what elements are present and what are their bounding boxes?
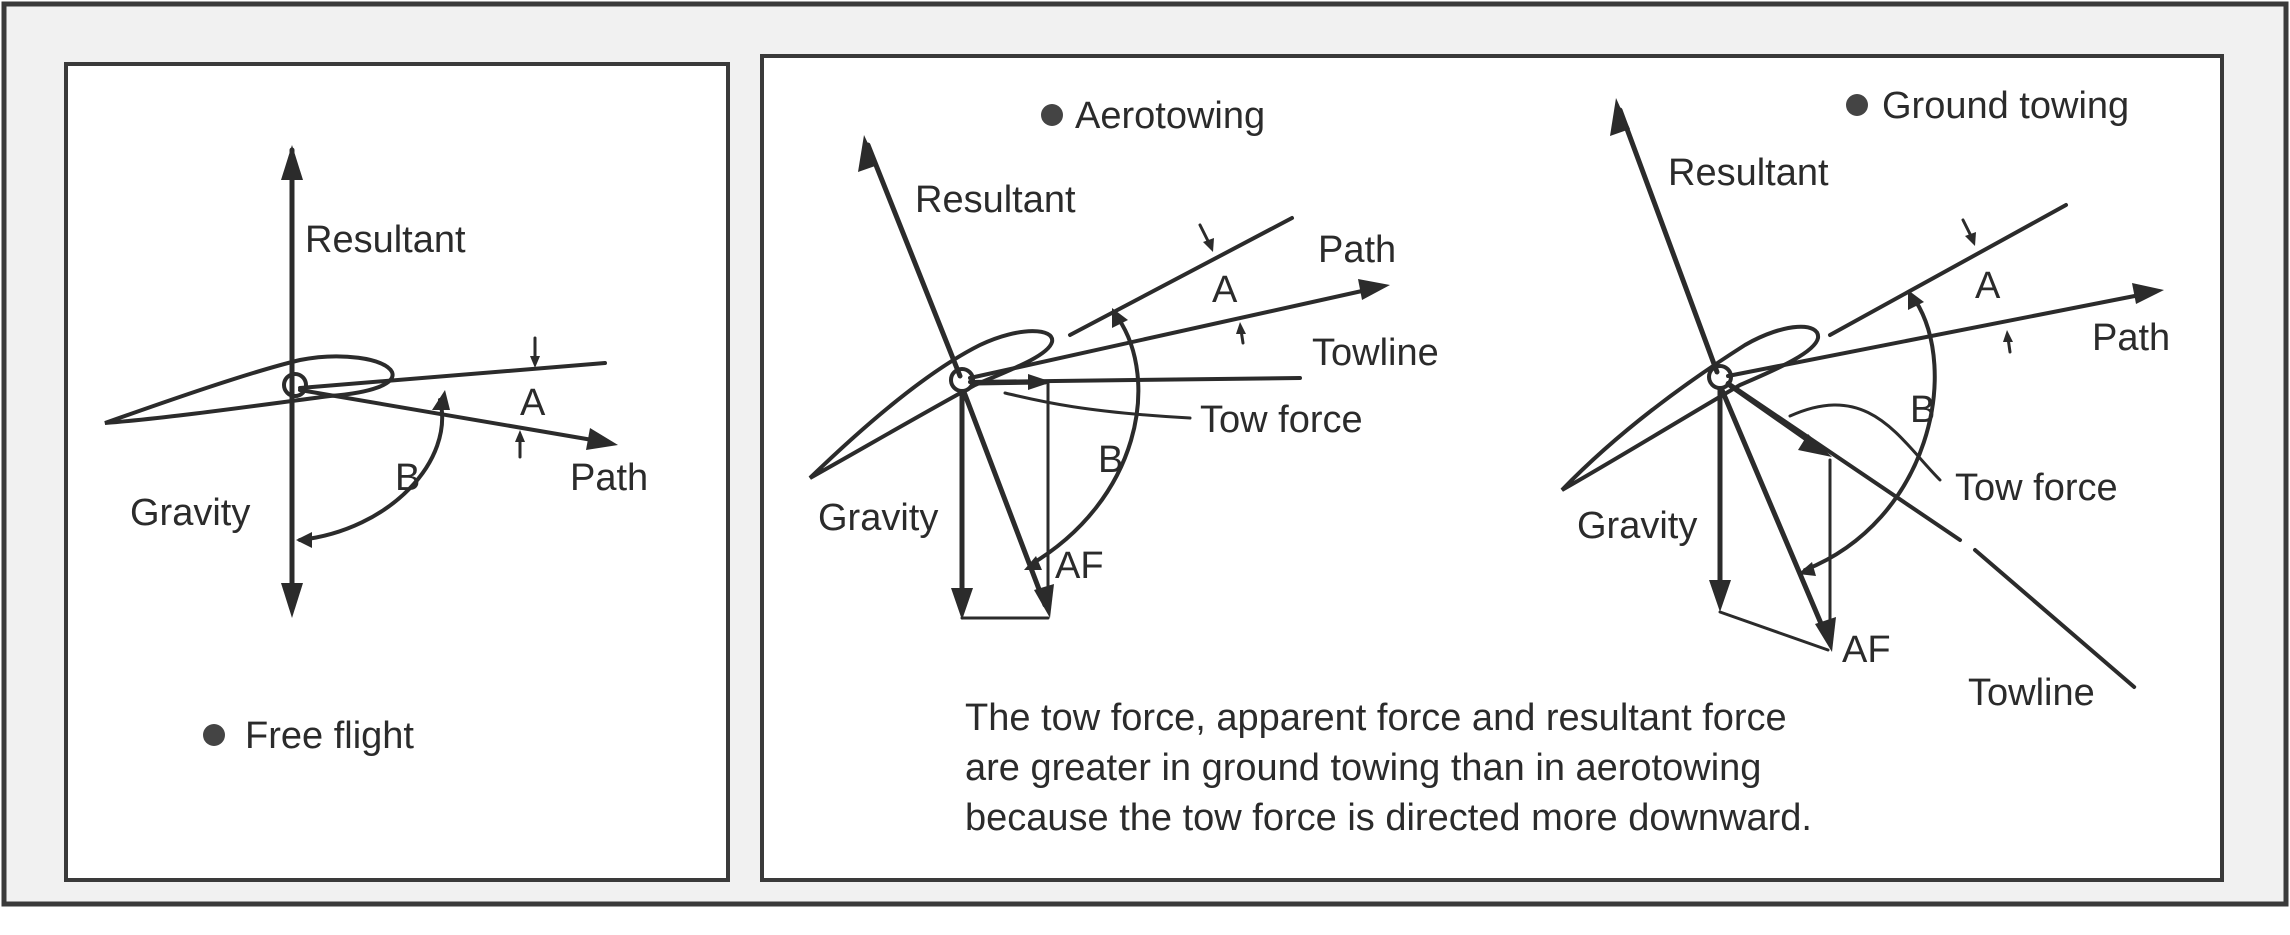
ground-towing-chord-extension: [1828, 203, 2068, 337]
aerotowing-angle-a-tick-top-head: [1203, 238, 1214, 252]
free-flight-angle-b-arc: [298, 398, 444, 542]
ground-towing-tow-force-leader: [1788, 403, 1942, 482]
caption-line-2: are greater in ground towing than in aer…: [965, 747, 1761, 789]
aerotowing-title: Aerotowing: [1075, 95, 1265, 137]
aerotowing-chord-extension: [1068, 216, 1294, 337]
aerotowing-tow-force-arrowhead: [1028, 374, 1052, 390]
ground-towing-resultant-label: Resultant: [1668, 152, 1829, 194]
aerotowing-diagram: Aerotowing: [808, 95, 1439, 620]
ground-towing-bullet-icon: [1846, 94, 1868, 116]
aerotowing-path-label: Path: [1318, 229, 1396, 271]
aerotowing-angle-b-arc-head: [1112, 308, 1128, 328]
free-flight-panel: Resultant Gravity Path A B Free flight: [64, 62, 730, 882]
ground-towing-angle-b-arc: [1803, 298, 1937, 572]
ground-towing-tow-force-label: Tow force: [1955, 467, 2118, 509]
aerotowing-gravity-arrowhead: [951, 588, 973, 620]
aerotowing-path-arrow: [968, 285, 1382, 380]
aerotowing-resultant-arrow: [865, 142, 963, 379]
ground-towing-resultant-arrow: [1617, 107, 1720, 375]
free-flight-angle-b-arc-tail: [296, 532, 312, 548]
free-flight-gravity-arrowhead: [281, 583, 303, 618]
ground-towing-gravity-label: Gravity: [1577, 505, 1697, 547]
aerotowing-angle-a-label: A: [1212, 269, 1238, 311]
ground-towing-towline-label: Towline: [1968, 672, 2095, 714]
aerotowing-gravity-label: Gravity: [818, 497, 938, 539]
aerotowing-tow-force-leader: [1003, 391, 1192, 420]
ground-towing-angle-a-label: A: [1975, 265, 2001, 307]
caption-line-3: because the tow force is directed more d…: [965, 797, 1812, 839]
aerotowing-angle-a-tick-bottom-head: [1236, 322, 1246, 334]
free-flight-angle-a-tick-top-head: [530, 356, 540, 368]
free-flight-path-arrowhead: [586, 428, 618, 450]
towing-caption: The tow force, apparent force and result…: [965, 697, 1812, 839]
aerotowing-af-label: AF: [1055, 545, 1104, 587]
ground-towing-gravity-arrowhead: [1709, 580, 1731, 612]
ground-towing-angle-a-tick-bottom-head: [2003, 330, 2013, 342]
aerotowing-path-arrowhead: [1358, 279, 1390, 300]
ground-towing-parallelogram-base: [1718, 610, 1830, 652]
free-flight-panel-border: [64, 62, 730, 882]
towing-panel: Aerotowing: [760, 54, 2224, 882]
aerotowing-airfoil: [808, 329, 1055, 480]
towing-panel-border: [760, 54, 2224, 882]
ground-towing-title: Ground towing: [1882, 85, 2129, 127]
free-flight-angle-a-label: A: [520, 382, 546, 424]
free-flight-angle-b-label: B: [395, 457, 420, 499]
free-flight-resultant-arrowhead: [281, 145, 303, 180]
ground-towing-af-arrow: [1719, 387, 1831, 643]
free-flight-title: Free flight: [245, 715, 414, 757]
ground-towing-path-label: Path: [2092, 317, 2170, 359]
ground-towing-towline-dashed: [1973, 548, 2142, 694]
aerotowing-angle-b-arc: [1028, 316, 1141, 567]
caption-line-1: The tow force, apparent force and result…: [965, 697, 1787, 739]
aerotowing-angle-b-label: B: [1098, 439, 1123, 481]
ground-towing-angle-b-arc-tail: [1798, 562, 1816, 576]
ground-towing-diagram: Ground towing: [1560, 85, 2170, 714]
aerotowing-resultant-arrowhead: [858, 135, 878, 172]
ground-towing-path-arrow: [1726, 290, 2157, 378]
aerotowing-towline-label: Towline: [1312, 332, 1439, 374]
free-flight-path-label: Path: [570, 457, 648, 499]
aerotowing-tow-force-label: Tow force: [1200, 399, 1363, 441]
ground-towing-angle-a-tick-top-head: [1965, 232, 1976, 246]
ground-towing-angle-b-arc-head: [1908, 290, 1924, 310]
free-flight-angle-a-tick-bottom-head: [515, 430, 525, 442]
aerotowing-bullet-icon: [1041, 104, 1063, 126]
free-flight-resultant-label: Resultant: [305, 219, 466, 261]
ground-towing-resultant-arrowhead: [1610, 98, 1630, 136]
free-flight-bullet-icon: [203, 724, 225, 746]
ground-towing-tow-force-arrowhead: [1798, 434, 1832, 457]
ground-towing-path-arrowhead: [2132, 283, 2164, 304]
aerotowing-pivot: [949, 367, 975, 393]
free-flight-path-arrow: [298, 388, 612, 445]
aerotowing-resultant-label: Resultant: [915, 179, 1076, 221]
ground-towing-airfoil: [1560, 324, 1820, 492]
free-flight-airfoil: [104, 354, 395, 425]
ground-towing-angle-b-label: B: [1910, 389, 1935, 431]
free-flight-pivot: [282, 372, 308, 398]
free-flight-angle-b-arc-head: [432, 390, 450, 410]
ground-towing-af-label: AF: [1842, 629, 1891, 671]
free-flight-chord-line: [298, 361, 607, 390]
aerotowing-angle-b-arc-tail: [1024, 556, 1042, 570]
free-flight-gravity-label: Gravity: [130, 492, 250, 534]
